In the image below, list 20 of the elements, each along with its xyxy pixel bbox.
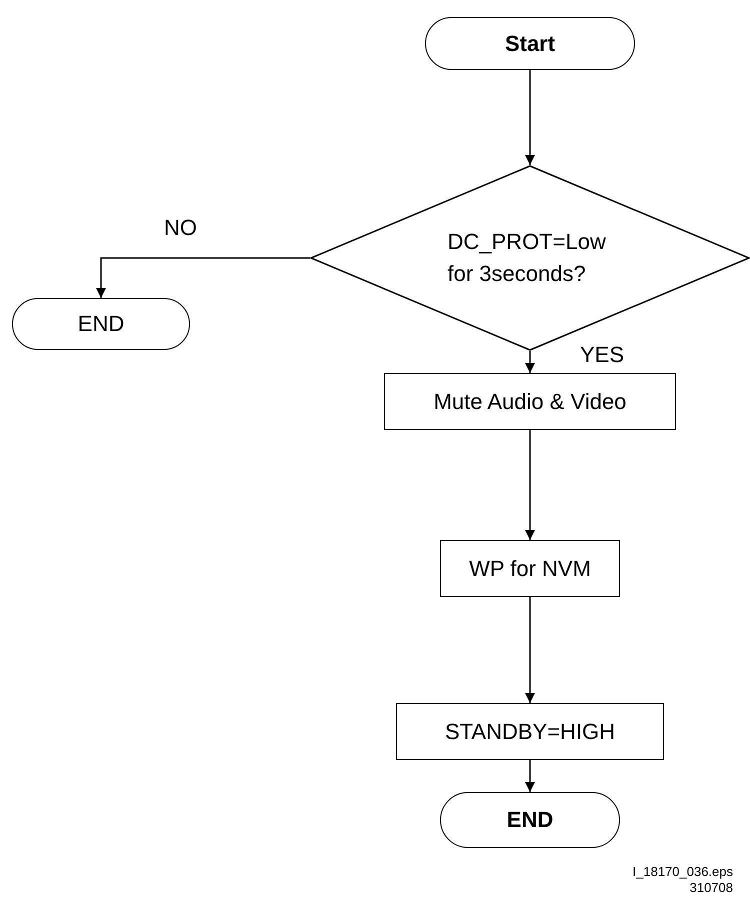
node-text: END	[506, 807, 554, 833]
arrow	[525, 351, 535, 373]
terminal-pill	[425, 17, 635, 70]
node-text: END	[78, 311, 124, 337]
node-text: Start	[504, 30, 556, 56]
arrow	[96, 257, 310, 298]
process-box	[384, 373, 676, 430]
arrow	[525, 430, 535, 540]
process-box	[396, 703, 664, 760]
node-text: STANDBY=HIGH	[444, 718, 616, 744]
arrow	[525, 70, 535, 165]
node-text: DC_PROT=Low for 3seconds?	[448, 228, 607, 288]
arrow	[525, 597, 535, 703]
figure-code: 310708	[690, 880, 733, 895]
terminal-pill	[12, 298, 190, 350]
figure-code: I_18170_036.eps	[632, 864, 733, 879]
node-text: WP for NVM	[469, 556, 591, 582]
arrow	[525, 760, 535, 792]
process-box	[440, 540, 620, 597]
node-text: Mute Audio & Video	[434, 388, 626, 414]
